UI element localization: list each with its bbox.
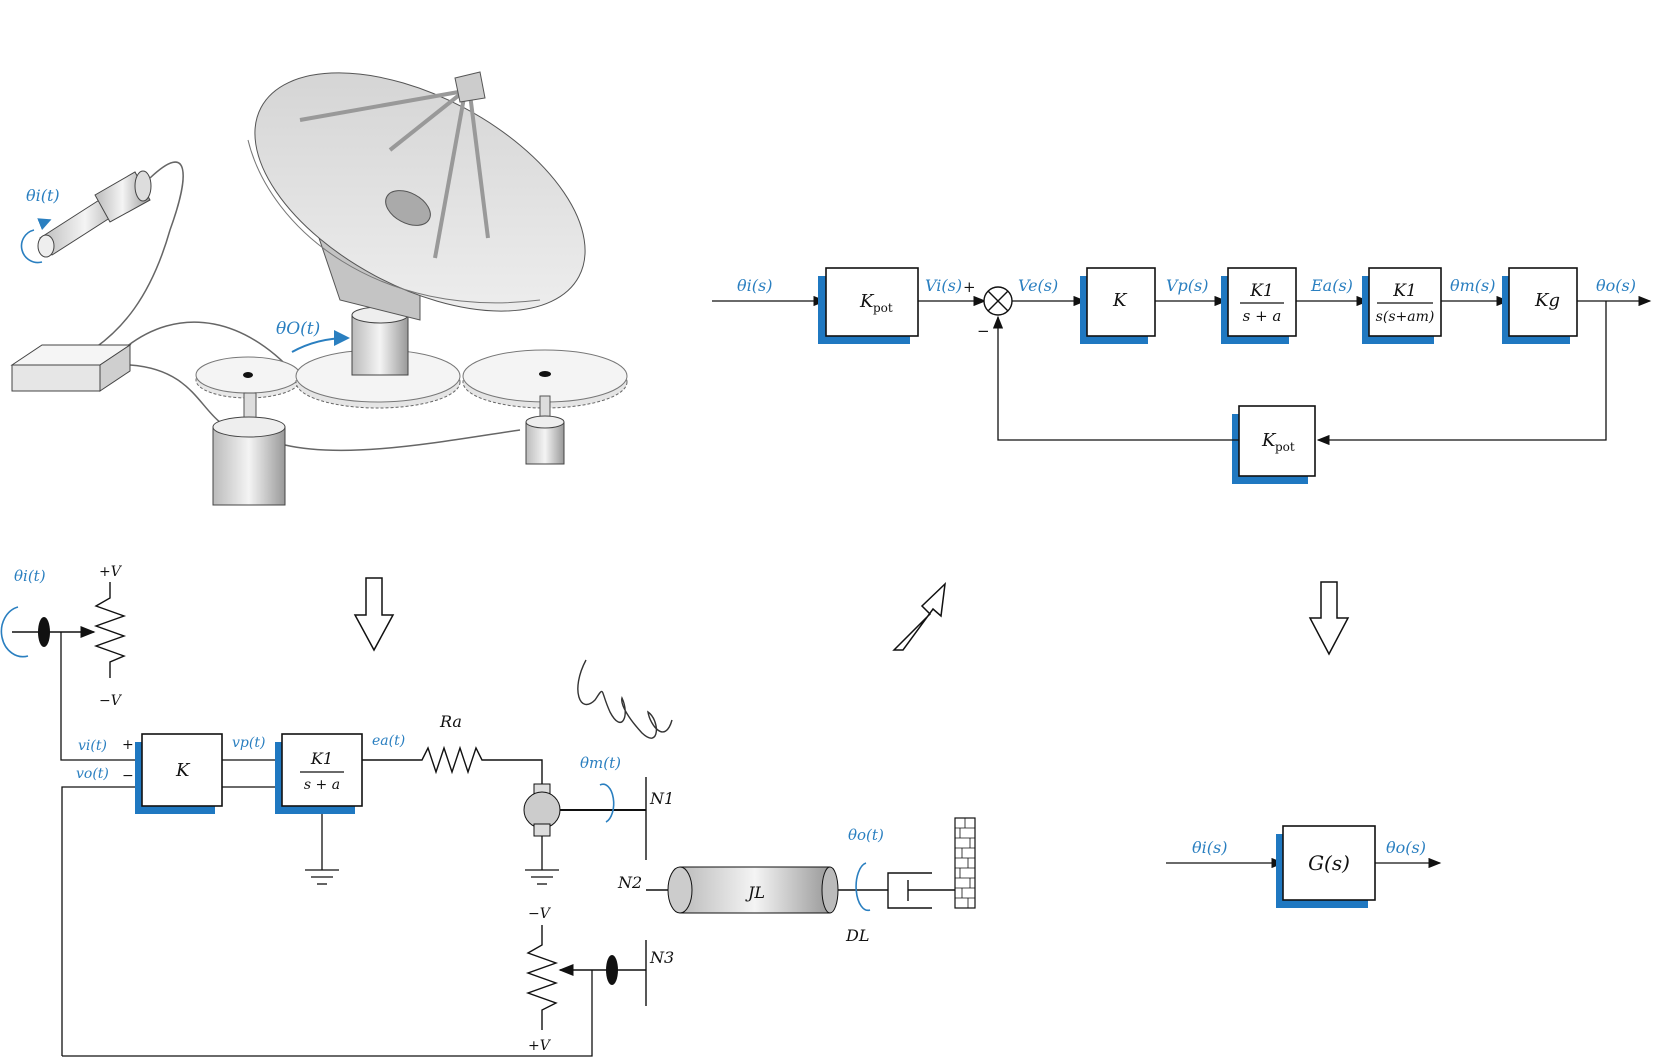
- bd-output-label: θo(s): [1596, 276, 1636, 295]
- thetao-rotation-arrow: [855, 862, 871, 912]
- gear-center: [295, 349, 461, 409]
- sch-ea-label: ea(t): [372, 733, 405, 749]
- bd-ve-label: Ve(s): [1018, 276, 1058, 295]
- motor-right: [525, 395, 565, 465]
- output-potentiometer: [525, 925, 559, 1030]
- gear-left: [195, 356, 301, 399]
- sch-preamp-denominator: s + a: [304, 777, 340, 793]
- kpot-input-block: K pot: [818, 267, 919, 344]
- sch-preamp-block: K1 s + a: [275, 733, 363, 814]
- sch-minus-sign: −: [122, 768, 134, 784]
- pot2-top-voltage: −V: [528, 906, 552, 922]
- kpot-fb-main: K: [1261, 430, 1277, 451]
- input-rotation-arrowhead: [37, 218, 52, 231]
- sch-input-angle: θi(t): [14, 567, 46, 585]
- sch-k-block: K: [135, 733, 223, 814]
- ground-symbol: [525, 869, 559, 885]
- down-arrow-right: [1308, 581, 1350, 656]
- sch-input-rotation-arrow: [0, 606, 29, 658]
- cable: [284, 429, 521, 452]
- schematic: θi(t) +V −V vi(t) + vo(t) − K vp(t) K1 s…: [0, 564, 976, 1057]
- viscous-damper: [887, 872, 955, 909]
- bd-ea-label: Ea(s): [1310, 276, 1353, 295]
- kg-label: Kg: [1534, 290, 1560, 311]
- gear-right: [462, 349, 628, 409]
- down-arrow-left: [353, 577, 395, 652]
- g-of-s-label: G(s): [1308, 851, 1350, 875]
- dc-motor: [523, 783, 646, 837]
- bd-minus-sign: −: [977, 322, 990, 340]
- simplified-diagram: θi(s) G(s) θo(s): [1166, 825, 1442, 908]
- k-label: K: [1112, 290, 1128, 311]
- sch-k-label: K: [175, 760, 191, 781]
- sch-thetam-label: θm(t): [580, 754, 621, 772]
- motor-left: [212, 392, 286, 506]
- shaft-knob: [606, 955, 618, 985]
- antenna-dish: [247, 71, 586, 312]
- ground-symbol: [305, 869, 339, 885]
- thetam-rotation-arrow: [599, 783, 615, 823]
- wire: [61, 786, 142, 1056]
- cable: [94, 161, 184, 349]
- preamp-numerator: K1: [1249, 281, 1274, 301]
- n2-label: N2: [617, 873, 642, 892]
- sch-vi-label: vi(t): [78, 738, 107, 754]
- motor-block: K1 s(s+am): [1362, 267, 1442, 344]
- g-of-s-block: G(s): [1276, 825, 1376, 908]
- wall: [954, 817, 976, 909]
- preamp-denominator: s + a: [1243, 307, 1282, 325]
- bd-plus-sign: +: [963, 278, 976, 296]
- kpot-fb-sub: pot: [1275, 440, 1295, 454]
- output-rotation-arrow: [291, 330, 350, 353]
- simplified-output-label: θo(s): [1386, 838, 1426, 857]
- gain-k-block: K: [1080, 267, 1156, 344]
- block-diagram: θi(s) K pot Vi(s) + − Ve(s) K Vp(s): [712, 267, 1652, 484]
- preamp-block: K1 s + a: [1221, 267, 1297, 344]
- n3-label: N3: [649, 948, 674, 967]
- sch-vp-label: vp(t): [232, 735, 265, 751]
- input-potentiometer: [93, 582, 127, 678]
- pot2-bottom-voltage: +V: [528, 1038, 552, 1054]
- gear-kg-block: Kg: [1502, 267, 1578, 344]
- ra-label: Ra: [439, 712, 462, 731]
- dl-label: DL: [845, 926, 869, 945]
- wire: [60, 632, 142, 761]
- sch-plus-sign: +: [122, 737, 134, 753]
- pot-top-voltage: +V: [99, 564, 123, 580]
- torsion-spring: [577, 659, 673, 739]
- n1-label: N1: [649, 789, 674, 808]
- motor-numerator: K1: [1392, 281, 1417, 301]
- summing-junction: [983, 286, 1013, 316]
- armature-resistor: [362, 745, 543, 788]
- sch-preamp-numerator: K1: [310, 749, 333, 768]
- feedback-line: [1316, 301, 1607, 446]
- kpot-feedback-block: K pot: [1232, 405, 1316, 484]
- sch-thetao-label: θo(t): [848, 826, 884, 844]
- jl-label: JL: [745, 883, 765, 902]
- pot-bottom-voltage: −V: [99, 693, 123, 709]
- feedback-line: [992, 315, 1239, 441]
- kpot-sub: pot: [873, 301, 893, 315]
- sketch-input-angle: θi(t): [26, 186, 60, 205]
- antenna-illustration: θi(t): [10, 71, 628, 506]
- motor-denominator: s(s+am): [1376, 309, 1435, 325]
- simplified-input-label: θi(s): [1192, 838, 1227, 857]
- bd-thetam-label: θm(s): [1450, 276, 1496, 295]
- bd-input-label: θi(s): [737, 276, 772, 295]
- bd-vi-label: Vi(s): [925, 276, 962, 295]
- shaft-knob: [38, 617, 50, 647]
- load-inertia: JL: [667, 866, 839, 914]
- amplifier-box: [10, 344, 132, 392]
- kpot-main: K: [859, 291, 875, 312]
- feedback-wire: [62, 970, 593, 1057]
- input-rotation-arrow: [20, 229, 43, 264]
- bd-vp-label: Vp(s): [1166, 276, 1209, 295]
- cable: [119, 321, 301, 381]
- up-right-arrow: [892, 582, 947, 651]
- sch-vo-label: vo(t): [76, 766, 109, 782]
- input-potentiometer-knob: [37, 170, 152, 258]
- sketch-output-angle: θO(t): [276, 319, 320, 339]
